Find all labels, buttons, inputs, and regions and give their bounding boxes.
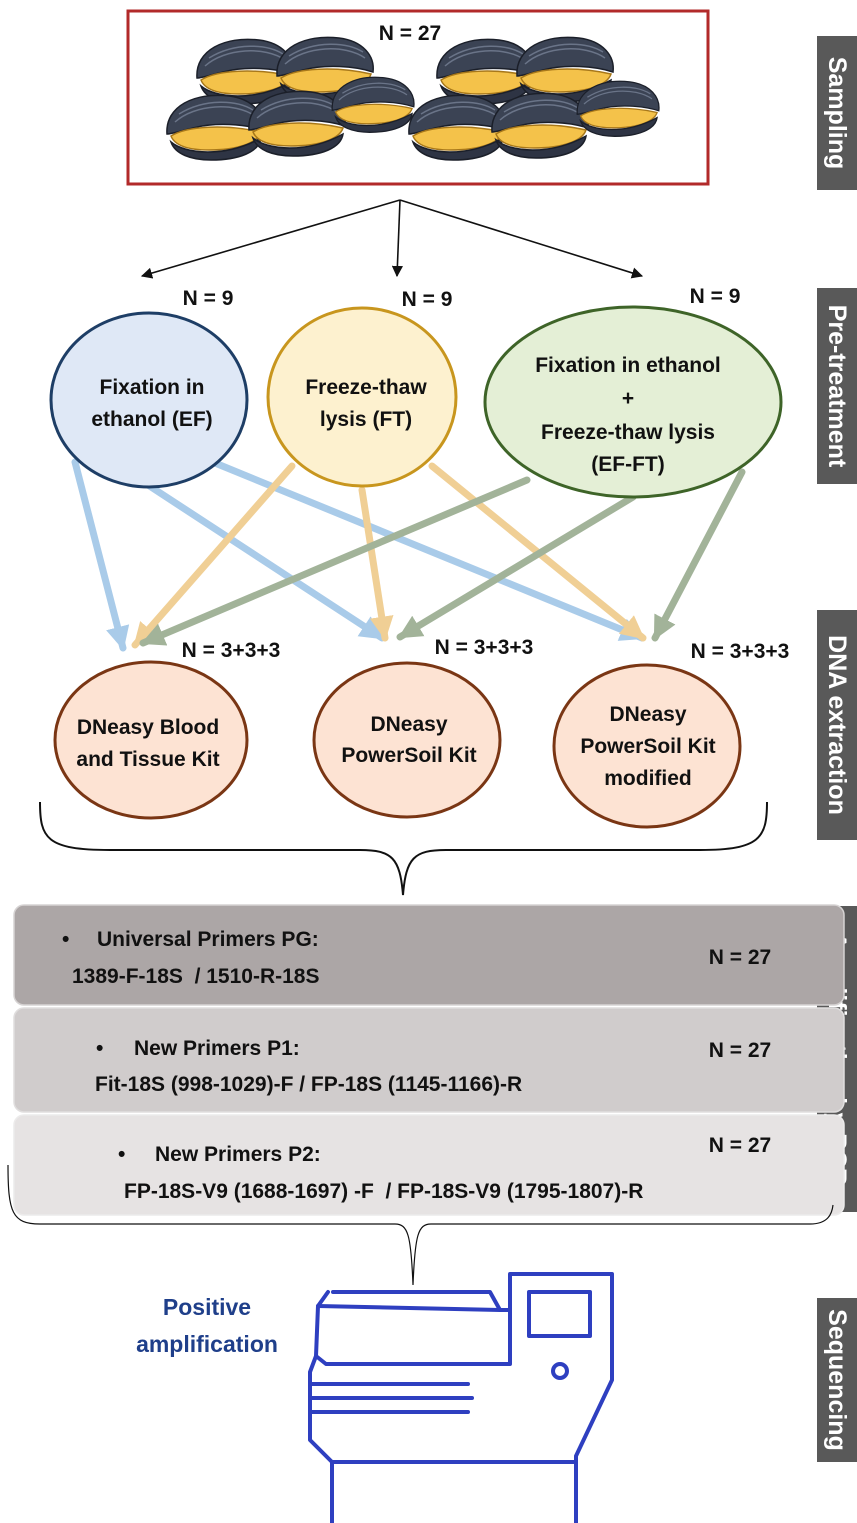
primer-title: Universal Primers PG: — [97, 928, 319, 951]
primer-band-pg: • Universal Primers PG: 1389-F-18S / 151… — [13, 904, 845, 1006]
pretreatment-n-label: N = 9 — [402, 288, 453, 311]
sampling-box: N = 27 — [126, 9, 710, 186]
stage-tab-pretreatment: Pre-treatment — [817, 288, 857, 484]
node-line: (EF-FT) — [591, 453, 664, 476]
sequencing-line: amplification — [136, 1331, 278, 1357]
stage-tabs: Sampling Pre-treatment DNA extraction Am… — [817, 36, 857, 1462]
curly-brace — [39, 801, 768, 896]
extraction-node-powersoil: DNeasy PowerSoil Kit — [312, 661, 502, 819]
primer-n-label: N = 27 — [709, 1134, 771, 1157]
primer-pair: 1389-F-18S / 1510-R-18S — [72, 965, 319, 988]
primer-band-p1: • New Primers P1: Fit-18S (998-1029)-F /… — [13, 1007, 845, 1113]
amplification-bands: • Universal Primers PG: 1389-F-18S / 151… — [13, 904, 845, 1216]
primer-title: New Primers P2: — [155, 1143, 321, 1166]
stage-label-pretreatment: Pre-treatment — [823, 305, 851, 468]
pretreatment-node-ft: Freeze-thaw lysis (FT) — [266, 306, 458, 488]
split-arrows — [140, 199, 644, 279]
stage-label-extraction: DNA extraction — [823, 635, 851, 815]
pretreatment-n-label: N = 9 — [690, 285, 741, 308]
node-line: PowerSoil Kit — [341, 744, 476, 767]
extraction-node-blood-tissue: DNeasy Blood and Tissue Kit — [53, 660, 249, 820]
node-line: and Tissue Kit — [76, 748, 219, 771]
primer-band-p2: • New Primers P2: FP-18S-V9 (1688-1697) … — [13, 1114, 845, 1216]
node-line: lysis (FT) — [320, 408, 412, 431]
extraction-n-label: N = 3+3+3 — [435, 636, 534, 659]
bullet-icon: • — [118, 1143, 125, 1166]
node-line: Fixation in — [100, 376, 205, 399]
node-line: Freeze-thaw — [305, 376, 427, 399]
lower-brace — [7, 1164, 834, 1286]
primer-n-label: N = 27 — [709, 946, 771, 969]
stage-tab-sequencing: Sequencing — [817, 1298, 857, 1462]
node-line: Fixation in ethanol — [535, 354, 721, 377]
sequencer-icon — [308, 1272, 614, 1523]
primer-title: New Primers P1: — [134, 1037, 300, 1060]
sampling-n-label: N = 27 — [379, 22, 441, 45]
node-line: + — [622, 387, 634, 410]
node-line: PowerSoil Kit — [580, 735, 715, 758]
node-line: DNeasy — [609, 703, 686, 726]
bullet-icon: • — [62, 928, 69, 951]
stage-tab-sampling: Sampling — [817, 36, 857, 190]
primer-pair: Fit-18S (998-1029)-F / FP-18S (1145-1166… — [95, 1073, 522, 1096]
pretreatment-node-ef: Fixation in ethanol (EF) — [49, 311, 249, 489]
stage-label-sequencing: Sequencing — [823, 1309, 851, 1451]
node-line: ethanol (EF) — [91, 408, 212, 431]
primer-n-label: N = 27 — [709, 1039, 771, 1062]
node-line: Freeze-thaw lysis — [541, 421, 715, 444]
bullet-icon: • — [96, 1037, 103, 1060]
node-line: DNeasy — [370, 713, 447, 736]
extraction-n-label: N = 3+3+3 — [691, 640, 790, 663]
extraction-n-label: N = 3+3+3 — [182, 639, 281, 662]
extraction-nodes: N = 3+3+3 N = 3+3+3 N = 3+3+3 DNeasy Blo… — [53, 636, 790, 829]
pretreatment-n-label: N = 9 — [183, 287, 234, 310]
stage-tab-extraction: DNA extraction — [817, 610, 857, 840]
pretreatment-node-ef-ft: Fixation in ethanol + Freeze-thaw lysis … — [483, 305, 783, 499]
sequencing-line: Positive — [163, 1294, 251, 1320]
primer-pair: FP-18S-V9 (1688-1697) -F / FP-18S-V9 (17… — [124, 1180, 643, 1203]
node-line: modified — [604, 767, 692, 790]
extraction-node-powersoil-modified: DNeasy PowerSoil Kit modified — [552, 663, 742, 829]
node-line: DNeasy Blood — [77, 716, 219, 739]
stage-label-sampling: Sampling — [823, 57, 851, 170]
connector-arrows — [71, 458, 746, 652]
pretreatment-nodes: N = 9 N = 9 N = 9 Fixation in ethanol (E… — [49, 285, 783, 499]
sequencing-section: Positive amplification — [136, 1272, 614, 1523]
